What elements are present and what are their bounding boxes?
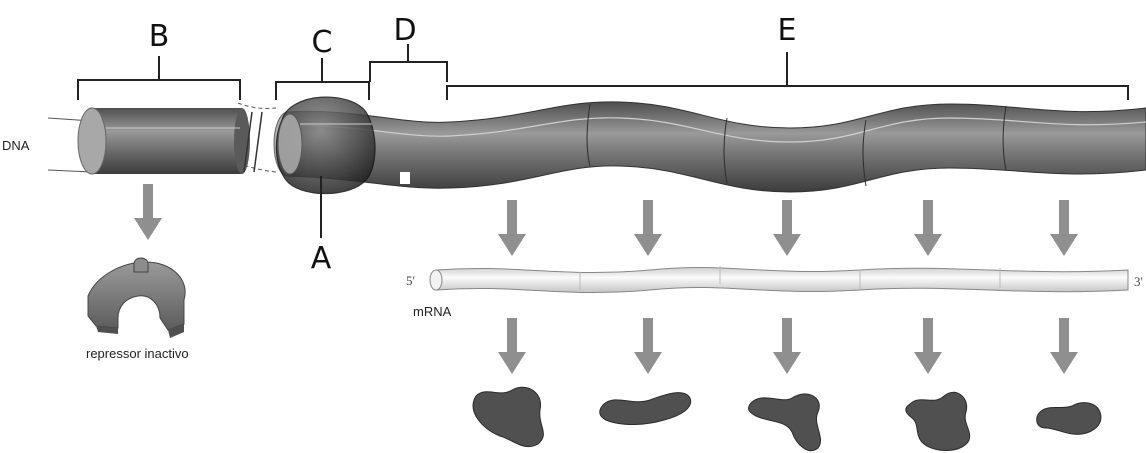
arrow-gene-1 bbox=[498, 200, 526, 256]
mrna-label: mRNA bbox=[413, 304, 452, 319]
label-a: A bbox=[311, 241, 332, 276]
repressor-gene-segment bbox=[78, 108, 250, 174]
arrow-protein-5 bbox=[1050, 318, 1078, 374]
bracket-d bbox=[370, 44, 447, 82]
arrow-protein-1 bbox=[498, 318, 526, 374]
arrow-repressor bbox=[134, 184, 162, 240]
bracket-e bbox=[447, 52, 1128, 100]
protein-4 bbox=[906, 392, 970, 450]
label-b: B bbox=[149, 19, 170, 54]
proteins bbox=[473, 387, 1101, 450]
arrows-transcription bbox=[134, 184, 1078, 256]
protein-2 bbox=[600, 393, 691, 425]
label-d: D bbox=[393, 13, 416, 48]
label-e: E bbox=[778, 13, 797, 48]
five-prime-label: 5' bbox=[406, 273, 415, 288]
arrow-protein-3 bbox=[773, 318, 801, 374]
arrow-protein-4 bbox=[914, 318, 942, 374]
label-c: C bbox=[312, 25, 333, 60]
arrows-translation bbox=[498, 318, 1078, 374]
bracket-c bbox=[276, 58, 369, 100]
arrow-gene-4 bbox=[914, 200, 942, 256]
protein-1 bbox=[473, 387, 543, 446]
arrow-gene-5 bbox=[1050, 200, 1078, 256]
arrow-gene-2 bbox=[634, 200, 662, 256]
mrna-strand bbox=[430, 266, 1128, 293]
repressor-protein bbox=[88, 258, 185, 338]
operon-dna bbox=[286, 102, 1146, 192]
repressor-label: repressor inactivo bbox=[86, 346, 189, 361]
rna-polymerase-blob bbox=[276, 97, 375, 193]
protein-5 bbox=[1037, 403, 1101, 435]
arrow-protein-2 bbox=[634, 318, 662, 374]
arrow-gene-3 bbox=[773, 200, 801, 256]
protein-3 bbox=[749, 394, 821, 451]
dna-label: DNA bbox=[2, 138, 30, 153]
bracket-b bbox=[78, 56, 240, 100]
three-prime-label: 3' bbox=[1134, 274, 1143, 289]
